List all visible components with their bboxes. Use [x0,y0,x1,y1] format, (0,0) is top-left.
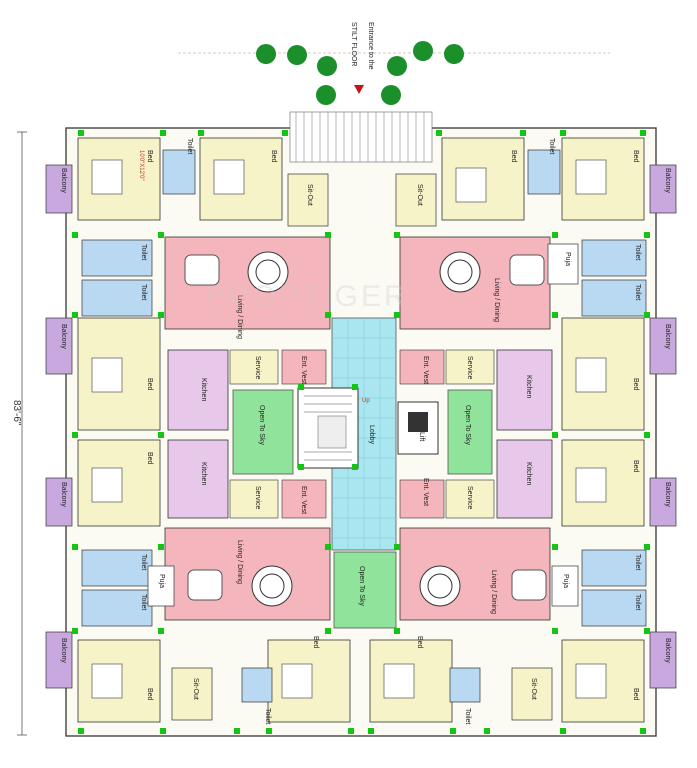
balcony-label: Balcony [664,324,671,349]
living-dining-top-left: Living / Dining [164,236,331,339]
tree-icon [287,45,307,65]
bed-label: Bed [416,636,423,649]
living-dining-bottom-right: Living / Dining [399,527,551,621]
svg-text:Kitchen: Kitchen [200,378,207,401]
kitchen-top-right: Kitchen [496,349,553,431]
ent-vest-label: Ent. Vest [300,356,307,384]
tree-icon [381,85,401,105]
balconies [45,164,677,689]
balcony-label: Balcony [60,482,67,507]
lift-label: Lift [418,432,425,441]
lobby-label: Lobby [368,425,375,445]
toilet-label: Toilet [140,284,147,300]
sit-outs [171,173,553,721]
toilet-label: Toilet [634,284,641,300]
dimension-label: 83'-6" [11,400,22,426]
bed-label: Bed [632,150,639,163]
stair-up-label: Up [362,398,370,404]
toilets [81,149,647,703]
kitchen-bottom-left: Kitchen [167,439,229,519]
bed-label: Bed [632,378,639,391]
balcony-label: Balcony [664,638,671,663]
toilet-label: Toilet [634,244,641,260]
sitout-label: Sit-Out [416,184,423,206]
puja-room [547,243,579,285]
open-to-sky-bottom [333,551,397,629]
toilet-label: Toilet [464,708,471,724]
svg-text:Living / Dining: Living / Dining [236,295,243,339]
puja-label: Puja [562,574,569,588]
bed-label: Bed [146,150,153,163]
toilet-label: Toilet [140,554,147,570]
ent-vest-label: Ent. Vest [422,478,429,506]
puja-room [551,565,579,607]
balcony-label: Balcony [60,638,67,663]
bed-dim-label: 10'0"X12'0" [138,150,144,181]
bed-label: Bed [632,460,639,473]
living-dining-bottom-left: Living / Dining [164,527,331,621]
open-to-sky-left-label: Open To Sky [258,405,265,445]
bed-label: Bed [146,452,153,465]
tree-icon [316,85,336,105]
bed-label: Bed [510,150,517,163]
kitchen-top-left: Kitchen [167,349,229,431]
toilet-label: Toilet [634,594,641,610]
service-areas [229,349,495,519]
bed-label: Bed [270,150,277,163]
puja-label: Puja [564,252,571,266]
sitout-label: Sit-Out [530,678,537,700]
trees [256,41,464,105]
tree-icon [413,41,433,61]
living-dining-top-right: Living / Dining [399,236,551,330]
kitchen-bottom-right: Kitchen [496,439,553,519]
entrance-arrow [354,85,364,94]
tree-icon [444,44,464,64]
svg-text:Kitchen: Kitchen [525,375,532,398]
puja-label: Puja [158,574,165,588]
open-to-sky-left [232,389,294,475]
bed-label: Bed [146,378,153,391]
balcony-label: Balcony [60,168,67,193]
svg-text:Living / Dining: Living / Dining [490,570,497,614]
toilet-label: Toilet [264,708,271,724]
service-label: Service [254,356,261,379]
toilet-label: Toilet [140,244,147,260]
columns [72,130,650,734]
open-to-sky-label: Open To Sky [358,566,365,606]
tree-icon [256,44,276,64]
balcony-label: Balcony [60,324,67,349]
open-to-sky-right [447,389,493,475]
toilet-label: Toilet [548,138,555,154]
beds [91,159,607,699]
balcony-label: Balcony [664,168,671,193]
tree-icon [387,56,407,76]
balcony-label: Balcony [664,482,671,507]
toilet-label: Toilet [140,594,147,610]
toilet-label: Toilet [186,138,193,154]
svg-text:Living / Dining: Living / Dining [493,278,500,322]
service-label: Service [254,486,261,509]
service-label: Service [466,486,473,509]
toilet-label: Toilet [634,554,641,570]
bed-label: Bed [632,688,639,701]
svg-text:Kitchen: Kitchen [200,462,207,485]
svg-text:Living / Dining: Living / Dining [236,540,243,584]
bed-label: Bed [146,688,153,701]
open-to-sky-right-label: Open To Sky [464,405,471,445]
bed-label: Bed [312,636,319,649]
tree-icon [317,56,337,76]
sitout-label: Sit-Out [192,678,199,700]
entrance-label: Entrance to the [367,22,374,70]
sitout-label: Sit-Out [306,184,313,206]
svg-text:Kitchen: Kitchen [525,462,532,485]
ent-vest-label: Ent. Vest [300,486,307,514]
stilt-floor-label: STILT FLOOR [350,22,357,66]
service-label: Service [466,356,473,379]
ent-vest-label: Ent. Vest [422,356,429,384]
puja-room [147,565,175,607]
entrance-steps [289,111,433,163]
watermark: PROPTIGER [205,280,409,313]
